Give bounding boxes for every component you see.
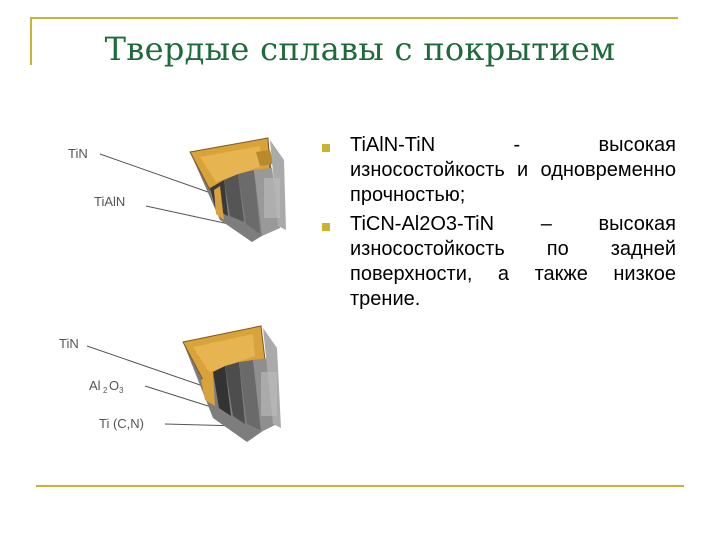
slide-title: Твердые сплавы с покрытием: [104, 30, 616, 68]
bullet-text: TiAlN-TiN - высокая износостойкость и од…: [350, 134, 676, 206]
insert-top: [189, 137, 286, 242]
coating-diagram-bottom: TiN Al 2 O 3 Ti (C,N): [59, 325, 281, 442]
frame-left-line: [30, 17, 32, 65]
label-o: O: [109, 378, 119, 393]
bullet-list: TiAlN-TiN - высокая износостойкость и од…: [320, 133, 676, 316]
bullet-text: TiCN-Al2O3-TiN – высокая износостойкость…: [350, 213, 676, 310]
label-tin-2: TiN: [59, 336, 79, 351]
bullet-item: TiAlN-TiN - высокая износостойкость и од…: [320, 133, 676, 208]
label-tin: TiN: [68, 146, 88, 161]
bullet-square-icon: [322, 144, 330, 152]
label-tialn: TiAlN: [94, 194, 125, 209]
frame-bottom-line: [36, 485, 684, 487]
bullet-item: TiCN-Al2O3-TiN – высокая износостойкость…: [320, 212, 676, 312]
bullet-square-icon: [322, 223, 330, 231]
frame-top-line: [30, 17, 678, 19]
coating-diagram-top: TiN TiAlN: [68, 137, 286, 242]
label-sub-2: 2: [103, 386, 108, 395]
label-sub-3: 3: [119, 386, 124, 395]
label-al: Al: [89, 378, 101, 393]
insert-bottom: [182, 325, 281, 442]
label-al2o3: Al 2 O 3: [89, 378, 124, 395]
label-ticn: Ti (C,N): [99, 416, 144, 431]
leader-line-tin: [99, 153, 226, 199]
leader-line-tialn: [145, 205, 239, 227]
leader-line-tin-2: [86, 345, 204, 387]
